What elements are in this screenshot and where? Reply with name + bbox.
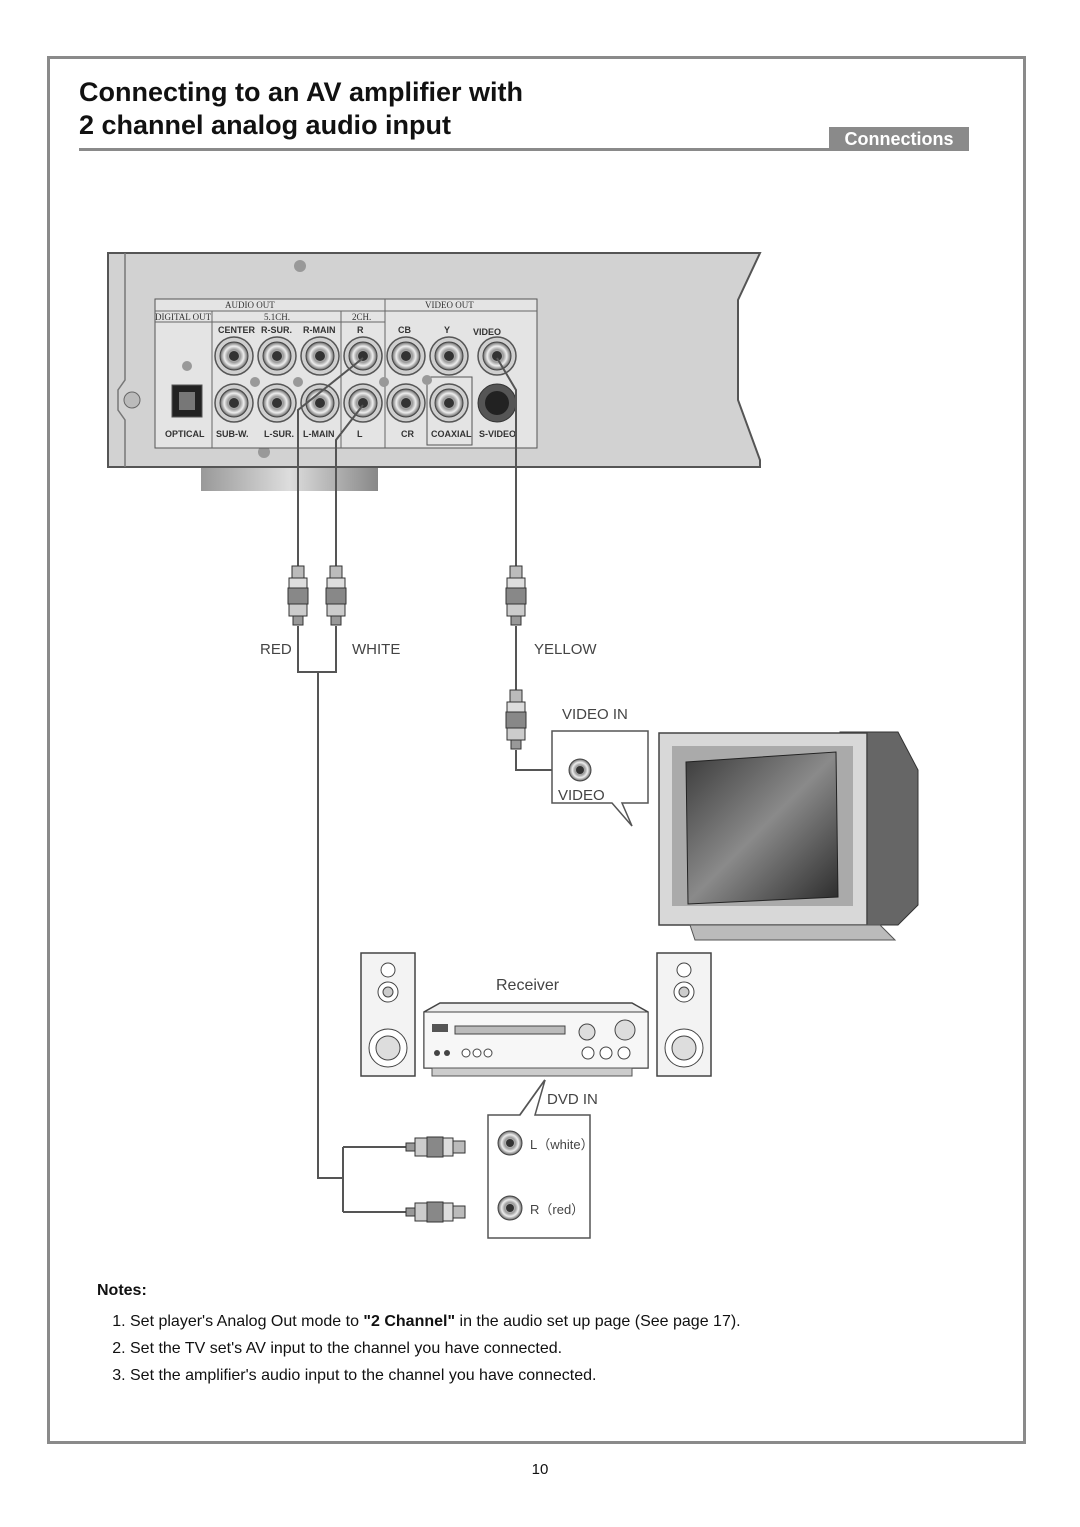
receiver-icon: Receiver <box>423 977 649 1077</box>
title-rule <box>79 148 969 151</box>
cr-label: CR <box>401 429 414 439</box>
section-badge: Connections <box>829 127 969 151</box>
left-speaker-icon <box>360 952 416 1077</box>
left-audio-plug <box>405 1136 466 1158</box>
l-sur-label: L-SUR. <box>264 429 294 439</box>
center-jack <box>214 336 254 376</box>
coaxial-jack <box>429 383 469 423</box>
notes-title: Notes: <box>97 1282 147 1299</box>
r-red-label: R（red） <box>530 1202 584 1217</box>
l-main-label: L-MAIN <box>303 429 335 439</box>
y-jack <box>429 336 469 376</box>
receiver-label: Receiver <box>496 977 560 994</box>
cb-label: CB <box>398 325 411 335</box>
note-1-suffix: in the audio set up page (See page 17). <box>455 1313 741 1330</box>
yellow-cable <box>496 357 517 566</box>
dvd-in-label: DVD IN <box>547 1091 598 1108</box>
note-1-bold: "2 Channel" <box>363 1313 456 1330</box>
dvd-player-rear-panel: DIGITAL OUT AUDIO OUT VIDEO OUT 5.1CH. 2… <box>107 252 762 491</box>
sub-w-label: SUB-W. <box>216 429 249 439</box>
note-1-prefix: Set player's Analog Out mode to <box>130 1313 364 1330</box>
page-title: Connecting to an AV amplifier with 2 cha… <box>79 76 523 142</box>
cb-jack <box>386 336 426 376</box>
screw-icon <box>294 260 306 272</box>
digital-out-label: DIGITAL OUT <box>155 312 212 322</box>
r-main-jack <box>300 336 340 376</box>
video-in-label: VIDEO IN <box>562 706 628 723</box>
coaxial-label: COAXIAL <box>431 429 472 439</box>
sub-w-jack <box>214 383 254 423</box>
l-jack <box>343 383 383 423</box>
video-label: VIDEO <box>473 327 501 337</box>
screw-icon <box>258 446 270 458</box>
center-label: CENTER <box>218 325 256 335</box>
tv-video-input-callout: VIDEO IN VIDEO <box>551 706 649 827</box>
note-item-2: Set the TV set's AV input to the channel… <box>130 1335 741 1362</box>
white-cable <box>335 404 364 566</box>
cr-jack <box>386 383 426 423</box>
red-label: RED <box>260 641 292 658</box>
right-speaker-icon <box>656 952 712 1077</box>
l-white-label: L（white） <box>530 1137 594 1152</box>
optical-label: OPTICAL <box>165 429 205 439</box>
red-plug <box>287 565 309 626</box>
white-label: WHITE <box>352 641 400 658</box>
note-item-1: Set player's Analog Out mode to "2 Chann… <box>130 1308 741 1335</box>
notes-list: Set player's Analog Out mode to "2 Chann… <box>97 1308 741 1389</box>
l-label: L <box>357 429 363 439</box>
r-sur-jack <box>257 336 297 376</box>
notes-section: Notes: Set player's Analog Out mode to "… <box>97 1282 741 1389</box>
title-line-1: Connecting to an AV amplifier with <box>79 77 524 107</box>
r-label: R <box>357 325 364 335</box>
yellow-plug <box>505 565 527 626</box>
l-sur-jack <box>257 383 297 423</box>
video-port-label: VIDEO <box>558 787 605 804</box>
player-feet <box>201 465 378 491</box>
white-plug <box>325 565 347 626</box>
video-jack <box>477 336 517 376</box>
y-label: Y <box>444 325 450 335</box>
ch2-label: 2CH. <box>352 312 371 322</box>
yellow-label: YELLOW <box>534 641 597 658</box>
tv-icon <box>658 731 919 941</box>
red-cable <box>297 357 364 566</box>
receiver-dvd-in-callout: DVD IN L（white） R（red） <box>487 1079 598 1239</box>
screw-icon <box>123 391 141 409</box>
video-in-plug <box>505 689 527 750</box>
page-frame <box>47 56 1026 1444</box>
r-main-label: R-MAIN <box>303 325 336 335</box>
r-sur-label: R-SUR. <box>261 325 292 335</box>
ch51-label: 5.1CH. <box>264 312 290 322</box>
right-audio-plug <box>405 1201 466 1223</box>
s-video-label: S-VIDEO <box>479 429 516 439</box>
page-number: 10 <box>531 1461 549 1478</box>
video-out-label: VIDEO OUT <box>425 300 474 310</box>
optical-port <box>171 384 203 418</box>
audio-cable-trunk <box>317 672 343 1179</box>
audio-out-label: AUDIO OUT <box>225 300 275 310</box>
screw-icon <box>182 361 192 371</box>
title-line-2: 2 channel analog audio input <box>79 110 452 140</box>
note-item-3: Set the amplifier's audio input to the c… <box>130 1362 741 1389</box>
audio-cable-join <box>297 626 337 673</box>
